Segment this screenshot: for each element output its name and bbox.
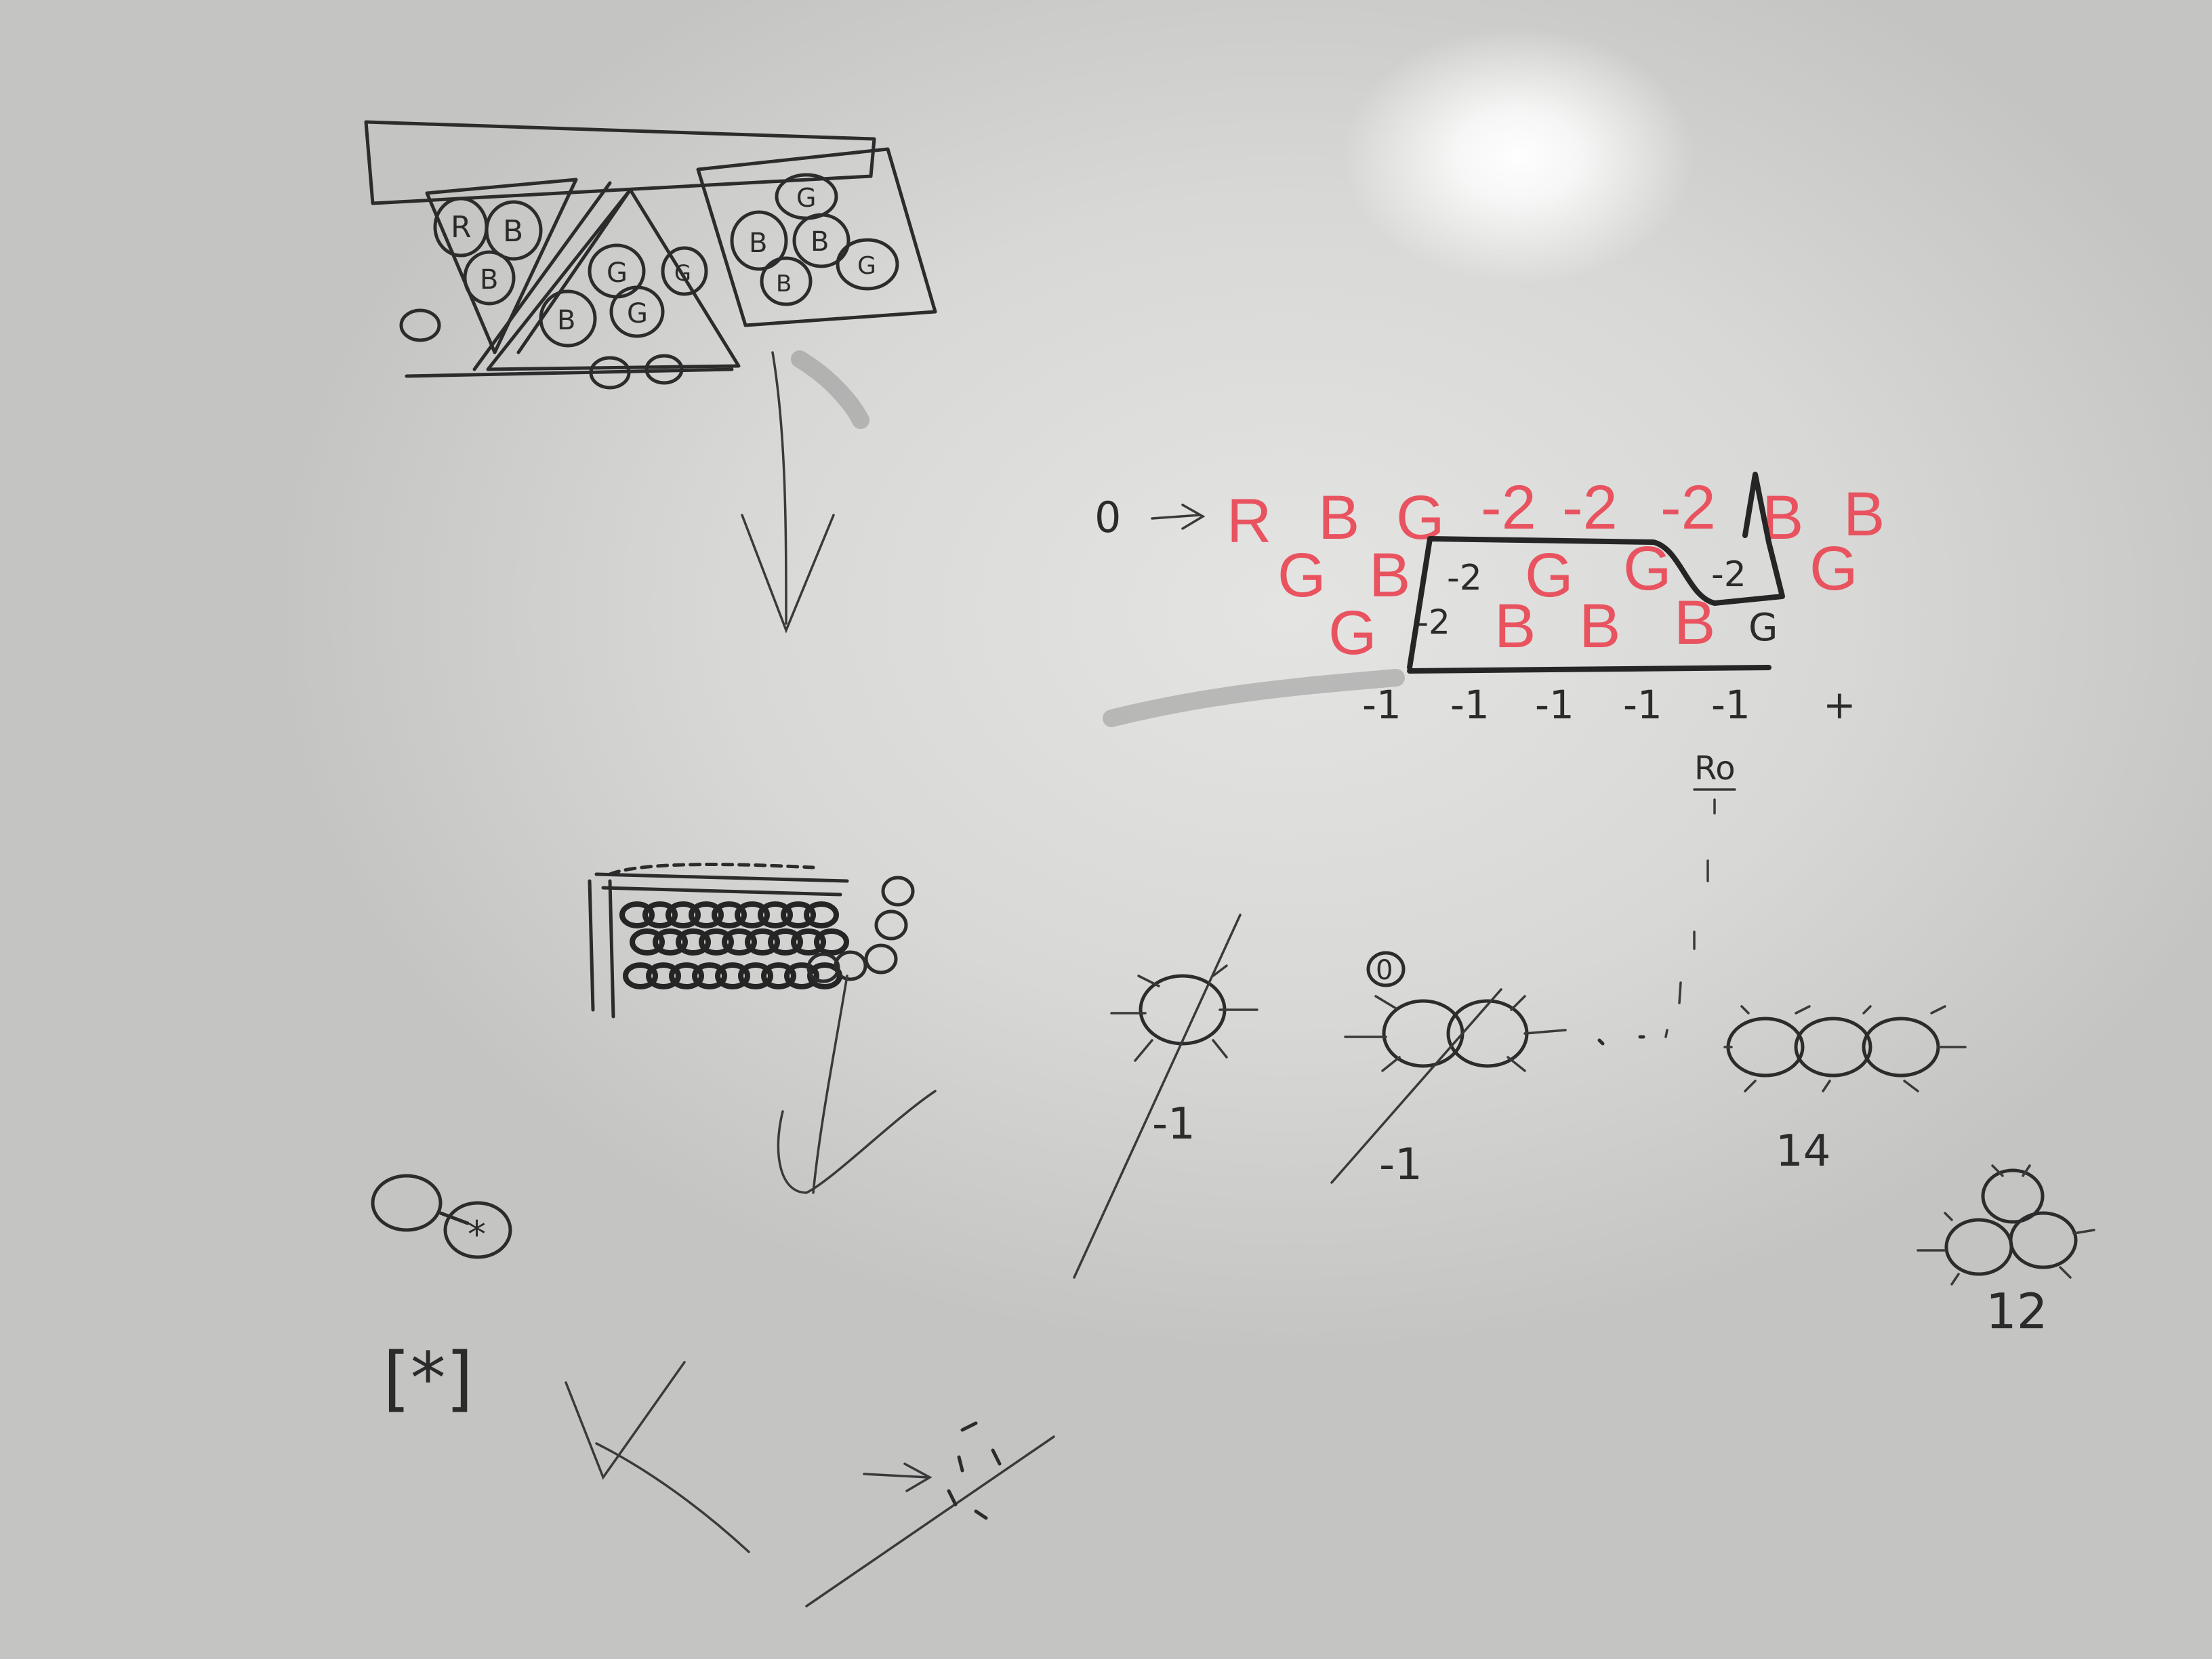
ball-label: B bbox=[557, 305, 575, 336]
checkmark-sketch bbox=[565, 1361, 750, 1553]
ball-label: G bbox=[857, 252, 876, 280]
packed-ball bbox=[781, 901, 816, 928]
grid-cell: G bbox=[1809, 534, 1858, 603]
grid-cell: -2 bbox=[1660, 473, 1716, 542]
packed-ball bbox=[642, 901, 678, 928]
eraser-smear-2 bbox=[791, 350, 869, 429]
grid-cell: G bbox=[1748, 606, 1778, 650]
double-ball-label: -1 bbox=[1379, 1140, 1422, 1190]
score: -1 bbox=[1535, 682, 1574, 728]
single-ball-cluster: -1 bbox=[1073, 914, 1258, 1279]
ball-label: G bbox=[627, 298, 648, 329]
ball-label: B bbox=[811, 226, 829, 258]
ball-label: G bbox=[607, 258, 628, 289]
ball-label: R bbox=[451, 210, 472, 245]
grid-cell: G bbox=[1277, 541, 1326, 610]
packed-ball bbox=[784, 962, 819, 989]
packed-ball bbox=[623, 962, 658, 989]
ball-label: B bbox=[749, 228, 767, 259]
packed-ball bbox=[669, 962, 704, 989]
packed-ball bbox=[619, 901, 655, 928]
grid-cell: B bbox=[1579, 592, 1620, 661]
score: -1 bbox=[1362, 682, 1401, 728]
single-ball-label: -1 bbox=[1152, 1099, 1195, 1149]
packed-ball bbox=[768, 928, 803, 956]
middle-ball-grid-sketch bbox=[588, 863, 915, 1019]
packed-ball bbox=[738, 962, 773, 989]
down-arrow-2 bbox=[777, 975, 937, 1194]
packed-ball bbox=[722, 928, 757, 956]
packed-ball bbox=[699, 928, 734, 956]
packed-ball bbox=[653, 928, 688, 956]
chain-ball-label: 14 bbox=[1776, 1126, 1830, 1176]
score: -1 bbox=[1711, 682, 1750, 728]
arrow-into-dashed-circle bbox=[805, 1421, 1055, 1607]
packed-ball bbox=[712, 901, 747, 928]
score: + bbox=[1823, 682, 1856, 728]
grid-cell: B bbox=[1318, 483, 1359, 552]
packed-ball bbox=[689, 901, 724, 928]
score: -1 bbox=[1623, 682, 1662, 728]
grid-cell: -2 bbox=[1711, 554, 1746, 595]
star-ball-sketch: * bbox=[371, 1174, 512, 1259]
ball-label: B bbox=[776, 270, 792, 298]
packed-ball bbox=[715, 962, 750, 989]
packed-ball bbox=[735, 901, 770, 928]
packed-ball bbox=[665, 901, 701, 928]
down-arrow-1 bbox=[741, 351, 835, 634]
ball-label: G bbox=[674, 260, 691, 286]
grid-cell: -2 bbox=[1562, 473, 1618, 542]
ball-label: G bbox=[796, 183, 816, 213]
score: -1 bbox=[1450, 682, 1490, 728]
pyramid-ball-label: 12 bbox=[1986, 1283, 2048, 1340]
grid-cell: -2 bbox=[1481, 473, 1536, 542]
star-label: * bbox=[468, 1213, 486, 1256]
eraser-smear bbox=[1103, 669, 1405, 727]
letter-grid: 0 R B G -2 -2 -2 B B G B -2 G G -2 G G -… bbox=[1094, 472, 1885, 1038]
ball-label: B bbox=[503, 214, 523, 249]
grid-cell: G bbox=[1328, 598, 1377, 668]
packed-ball bbox=[745, 928, 780, 956]
packed-ball bbox=[630, 928, 665, 956]
top-left-ball-sketch: R B B G B G B G B B G G bbox=[364, 120, 937, 390]
ball-label: B bbox=[480, 264, 498, 295]
chain-ball-cluster: 14 bbox=[1723, 1005, 1967, 1176]
packed-ball bbox=[692, 962, 727, 989]
grid-cell: B bbox=[1843, 480, 1885, 549]
grid-cell: B bbox=[1369, 541, 1410, 610]
small-circle-label: 0 bbox=[1376, 955, 1393, 986]
double-ball-cluster: 0 -1 bbox=[1330, 951, 1645, 1190]
packed-ball bbox=[676, 928, 711, 956]
packed-ball bbox=[804, 901, 839, 928]
grid-start-label: 0 bbox=[1094, 493, 1121, 542]
grid-cell: -2 bbox=[1447, 558, 1482, 598]
packed-ball bbox=[814, 928, 849, 956]
bracket-star: [*] bbox=[383, 1337, 473, 1420]
packed-ball bbox=[758, 901, 793, 928]
grid-cell: R bbox=[1227, 487, 1271, 556]
packed-ball bbox=[646, 962, 681, 989]
packed-ball bbox=[761, 962, 796, 989]
grid-cell: B bbox=[1494, 592, 1536, 661]
pyramid-ball-cluster: 12 bbox=[1917, 1164, 2095, 1340]
grid-cell: -2 bbox=[1416, 602, 1450, 642]
packed-ball bbox=[791, 928, 826, 956]
grid-note: Ro bbox=[1694, 750, 1736, 787]
bracket-star-label: [*] bbox=[383, 1337, 473, 1420]
grid-cell: G bbox=[1525, 541, 1574, 610]
